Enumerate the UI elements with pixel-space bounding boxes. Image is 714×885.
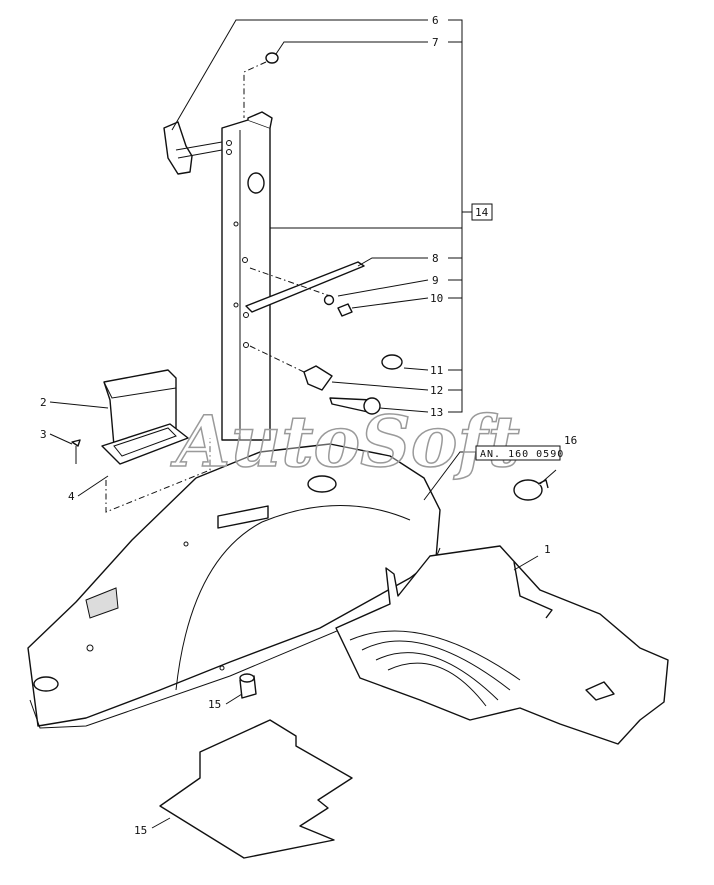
reference-code: AN. 160 0590: [480, 449, 564, 460]
callout-10: 10: [430, 292, 443, 305]
callout-7: 7: [432, 36, 439, 49]
callout-3: 3: [40, 428, 47, 441]
callout-2: 2: [40, 396, 47, 409]
pin-15-part: [239, 673, 257, 699]
callout-15-pad: 15: [134, 824, 147, 837]
callout-14: 14: [475, 206, 489, 219]
washer-screw-parts: [323, 294, 353, 317]
callout-16: 16: [564, 434, 577, 447]
support-post: [221, 111, 273, 441]
callout-11: 11: [430, 364, 443, 377]
callout-15-pin: 15: [208, 698, 221, 711]
callout-12: 12: [430, 384, 443, 397]
nut-part: [243, 52, 279, 118]
snap-clip-part: [513, 479, 549, 501]
crossbar-part: [245, 261, 365, 313]
callout-9: 9: [432, 274, 439, 287]
hook-bracket: [163, 121, 232, 175]
callout-13: 13: [430, 406, 443, 419]
callout-1: 1: [544, 543, 551, 556]
cup-holder-part: [103, 369, 177, 447]
mat-pad-part: [159, 719, 353, 859]
floor-mat-part: [335, 545, 669, 745]
bushing-pin-parts: [249, 345, 381, 415]
leader-lines: [49, 19, 557, 829]
watermark-text: AutoSoft: [170, 400, 520, 483]
fender-cover: [27, 443, 441, 729]
plug-cap: [381, 354, 403, 370]
callout-6: 6: [432, 14, 439, 27]
callout-labels: 1 2 3 4 6 7 8 9 10 11 12 13 14 15 15 16: [40, 14, 577, 837]
callout-14-box: [471, 203, 493, 221]
callout-4: 4: [68, 490, 75, 503]
bezel-part: [101, 423, 211, 513]
callout-8: 8: [432, 252, 439, 265]
screw-part: [71, 439, 81, 464]
reference-box: AN. 160 0590: [475, 445, 564, 461]
